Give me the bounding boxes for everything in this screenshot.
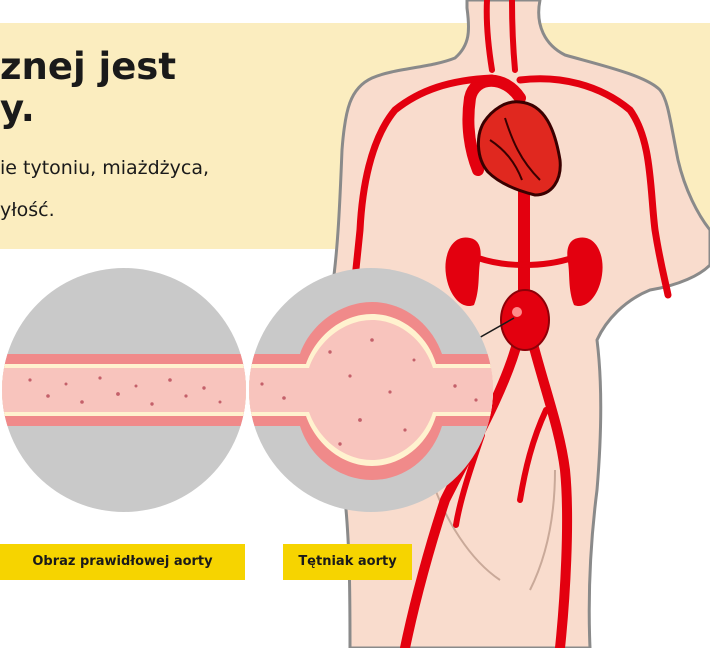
aneurysm-highlight — [512, 307, 522, 317]
caption-aortic-aneurysm: Tętniak aorty — [283, 544, 412, 580]
carotid-artery-right — [512, 0, 515, 70]
caption-normal-aorta: Obraz prawidłowej aorty — [0, 544, 245, 580]
normal-aorta-circle — [0, 268, 260, 512]
aortic-aneurysm — [501, 290, 549, 350]
